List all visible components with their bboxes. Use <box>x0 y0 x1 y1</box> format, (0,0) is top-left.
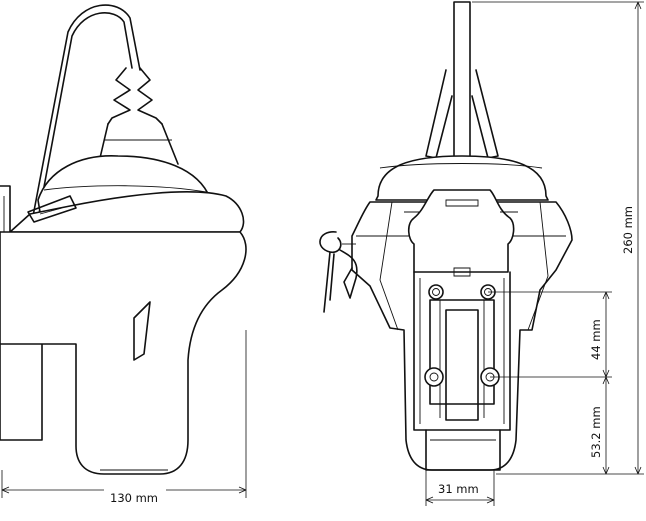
front-view <box>320 2 572 470</box>
mounting-hole <box>429 285 443 299</box>
dimension-label-hole-spacing: 44 mm <box>589 319 603 360</box>
dimension-label-height: 260 mm <box>621 206 635 254</box>
dimension-label-lower-offset: 53.2 mm <box>589 406 603 458</box>
side-view <box>0 5 246 474</box>
dimension-label-bracket-width: 31 mm <box>438 482 479 496</box>
mounting-hole <box>425 368 443 386</box>
dimension-label-width: 130 mm <box>110 491 158 505</box>
